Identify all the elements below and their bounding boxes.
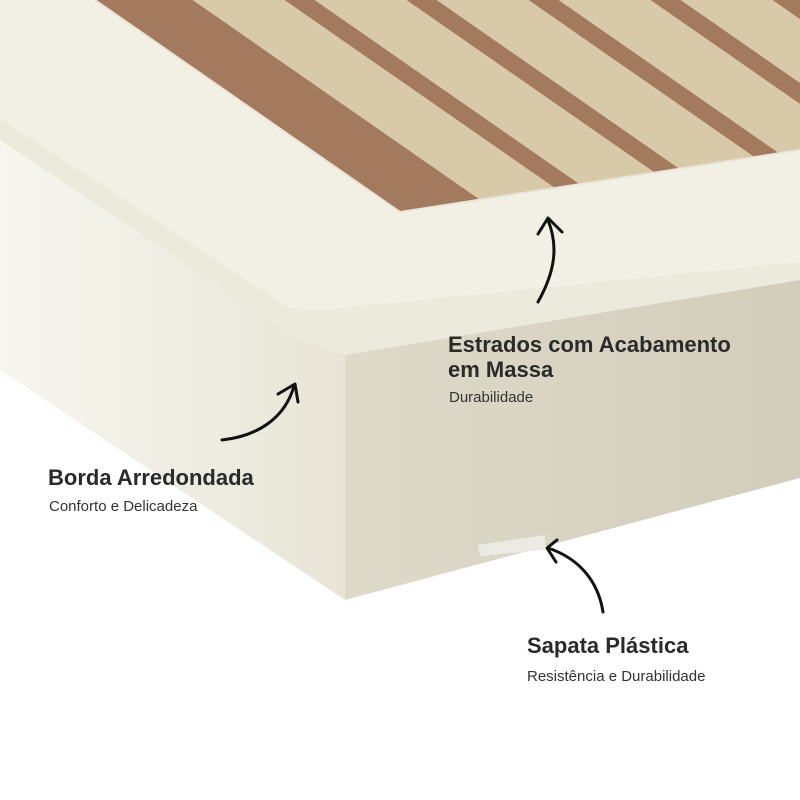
slat (623, 0, 800, 212)
curved-arrow-icon (536, 216, 564, 304)
callout-title-slats: Estrados com Acabamento (448, 332, 731, 357)
slat (501, 0, 800, 212)
callout-subtitle-foot: Resistência e Durabilidade (527, 668, 706, 685)
slat (135, 0, 624, 212)
rounded-edge (0, 118, 800, 355)
callout-subtitle-slats: Durabilidade (449, 389, 534, 406)
slat (257, 0, 746, 212)
callout-title-foot: Sapata Plástica (527, 633, 689, 658)
bed-left-side (0, 135, 345, 600)
callout-title-edge: Borda Arredondada (48, 465, 254, 490)
callout-title-slats-line2: em Massa (448, 357, 554, 382)
bed-front-side (345, 272, 800, 600)
callout-subtitle-edge: Conforto e Delicadeza (49, 498, 198, 515)
plastic-foot (478, 535, 545, 556)
curved-arrow-icon (220, 382, 300, 442)
curved-arrow-icon (545, 538, 605, 614)
